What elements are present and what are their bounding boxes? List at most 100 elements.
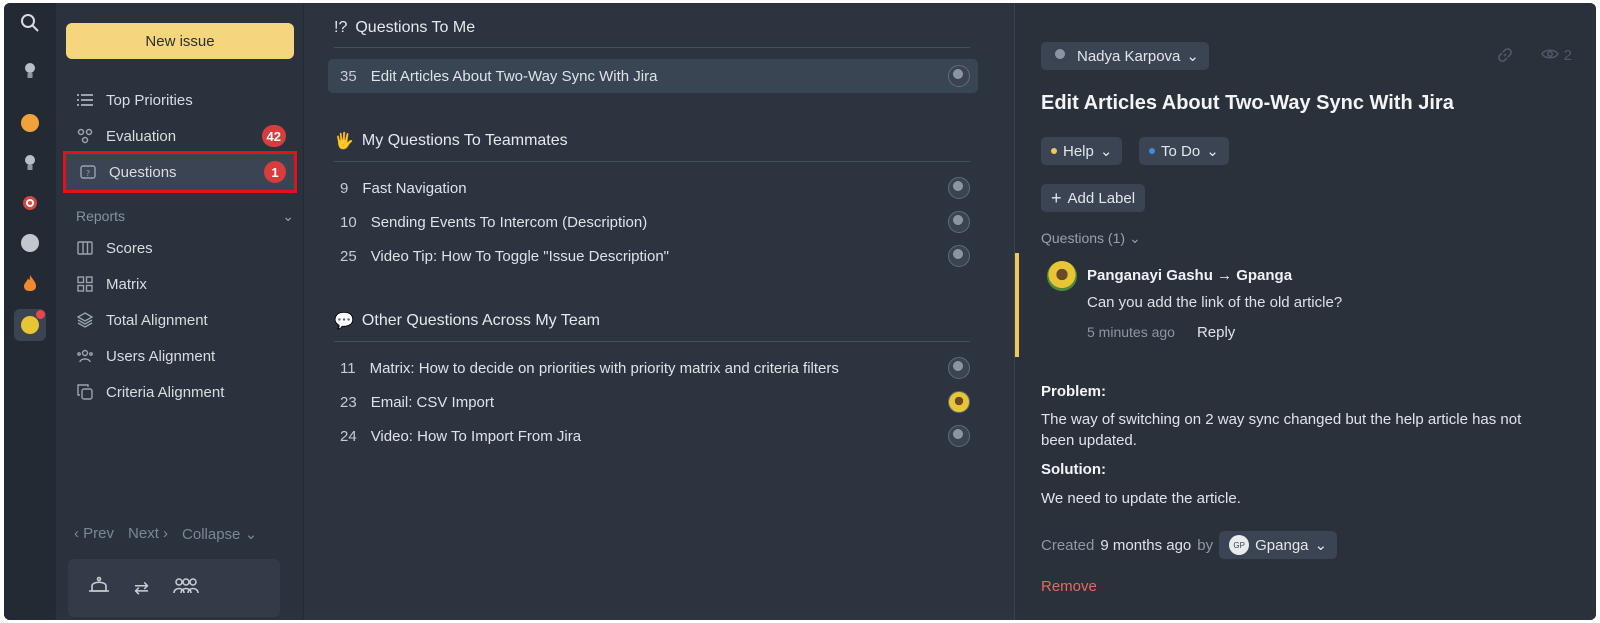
new-issue-button[interactable]: New issue <box>66 23 294 59</box>
questions-section-toggle[interactable]: Questions (1) ⌄ <box>1041 230 1141 247</box>
category-dot <box>1051 148 1057 154</box>
collapse-button[interactable]: Collapse ⌄ <box>182 526 258 543</box>
avatar <box>948 211 970 233</box>
question-box-icon: ? <box>79 163 97 181</box>
question-text: Can you add the link of the old article? <box>1087 294 1343 311</box>
sidebar-item-label: Total Alignment <box>106 311 208 329</box>
plus-icon: + <box>1051 187 1062 208</box>
list-item[interactable]: 25 Video Tip: How To Toggle "Issue Descr… <box>328 239 978 273</box>
prev-button[interactable]: ‹ Prev <box>74 525 115 542</box>
issue-title: Email: CSV Import <box>370 393 495 411</box>
team-icon[interactable] <box>173 577 199 600</box>
bell-icon[interactable] <box>88 576 110 601</box>
group-other-questions: 💬 Other Questions Across My Team <box>334 311 970 342</box>
creator-dropdown[interactable]: GP Gpanga ⌄ <box>1219 531 1338 559</box>
sidebar-item-matrix[interactable]: Matrix <box>66 267 294 301</box>
creator-name: Gpanga <box>1255 536 1309 554</box>
lightbulb-icon-2[interactable] <box>4 147 56 179</box>
sidebar-item-label: Matrix <box>106 275 147 293</box>
issue-number: 9 <box>340 179 349 197</box>
sidebar-item-top-priorities[interactable]: Top Priorities <box>66 83 294 117</box>
team-emoji-icon[interactable] <box>14 309 46 341</box>
list-item[interactable]: 23 Email: CSV Import <box>328 385 978 419</box>
category-dropdown[interactable]: Help ⌄ <box>1041 137 1123 165</box>
chevron-down-icon: ⌄ <box>1128 230 1141 246</box>
solution-heading: Solution: <box>1041 461 1106 478</box>
sidebar-item-label: Evaluation <box>106 127 177 145</box>
sidebar-item-users-alignment[interactable]: Users Alignment <box>66 339 294 373</box>
list-item[interactable]: 11 Matrix: How to decide on priorities w… <box>328 351 978 385</box>
list-icon <box>76 91 94 109</box>
created-prefix: Created <box>1041 536 1095 554</box>
sidebar-item-label: Top Priorities <box>106 91 193 109</box>
target-icon[interactable] <box>4 187 56 219</box>
link-icon[interactable] <box>1497 47 1513 67</box>
status-dropdown[interactable]: To Do ⌄ <box>1139 137 1229 165</box>
issue-number: 11 <box>340 359 356 377</box>
reports-section-header[interactable]: Reports ⌄ <box>76 208 294 225</box>
questions-list-panel: !? Questions To Me 35 Edit Articles Abou… <box>304 3 1014 620</box>
next-button[interactable]: Next › <box>128 525 169 542</box>
issue-title: Matrix: How to decide on priorities with… <box>369 359 839 377</box>
issue-title: Sending Events To Intercom (Description) <box>370 213 648 231</box>
group-title: Questions To Me <box>355 19 476 36</box>
avatar <box>1047 261 1077 291</box>
list-item[interactable]: 35 Edit Articles About Two-Way Sync With… <box>328 59 978 93</box>
created-time: 9 months ago <box>1100 536 1192 554</box>
reply-button[interactable]: Reply <box>1196 324 1236 341</box>
sidebar-item-label: Scores <box>106 239 153 257</box>
issue-number: 25 <box>340 247 357 265</box>
list-item[interactable]: 24 Video: How To Import From Jira <box>328 419 978 453</box>
next-label: Next <box>128 525 159 542</box>
watchers-button[interactable]: 2 <box>1541 47 1572 67</box>
avatar <box>948 357 970 379</box>
smiley-emoji-icon[interactable] <box>4 107 56 139</box>
sidebar: New issue Top Priorities Evaluation 42 ?… <box>56 3 304 620</box>
eye-icon <box>1541 47 1563 64</box>
sidebar-item-label: Criteria Alignment <box>106 383 225 401</box>
sync-arrows-icon[interactable]: ⇄ <box>134 577 150 598</box>
add-label-text: Add Label <box>1067 189 1136 207</box>
avatar <box>948 425 970 447</box>
grid-icon <box>76 275 94 293</box>
add-label-button[interactable]: + Add Label <box>1041 184 1146 212</box>
nodes-icon <box>76 127 94 145</box>
list-item[interactable]: 9 Fast Navigation <box>328 171 978 205</box>
sidebar-item-label: Users Alignment <box>106 347 216 365</box>
sidebar-item-label: Questions <box>109 163 177 181</box>
raised-hand-icon: 🖐 <box>334 133 354 150</box>
exclamation-question-icon: !? <box>334 19 348 36</box>
sidebar-item-criteria-alignment[interactable]: Criteria Alignment <box>66 375 294 409</box>
columns-icon <box>76 239 94 257</box>
icon-rail <box>4 3 56 620</box>
created-info: Created 9 months ago by GP Gpanga ⌄ <box>1041 531 1338 559</box>
sidebar-item-evaluation[interactable]: Evaluation 42 <box>66 119 294 153</box>
remove-button[interactable]: Remove <box>1041 578 1097 595</box>
avatar <box>948 65 970 87</box>
chevron-down-icon: ⌄ <box>1186 48 1199 65</box>
sidebar-item-questions[interactable]: ? Questions 1 <box>63 151 297 193</box>
lightbulb-icon[interactable] <box>4 55 56 87</box>
problem-heading: Problem: <box>1041 383 1107 400</box>
group-title: My Questions To Teammates <box>361 132 568 149</box>
question-thread: Panganayi Gashu → Gpanga Can you add the… <box>1015 253 1595 357</box>
search-icon[interactable] <box>4 7 56 39</box>
chevron-down-icon: ⌄ <box>1314 537 1328 554</box>
issue-title[interactable]: Edit Articles About Two-Way Sync With Ji… <box>1041 92 1454 114</box>
list-item[interactable]: 10 Sending Events To Intercom (Descripti… <box>328 205 978 239</box>
issue-number: 23 <box>340 393 357 411</box>
avatar <box>948 391 970 413</box>
layers-icon <box>76 311 94 329</box>
assignee-dropdown[interactable]: Nadya Karpova ⌄ <box>1041 42 1209 70</box>
issue-number: 10 <box>340 213 357 231</box>
fire-icon[interactable] <box>4 267 56 299</box>
bottom-toolbar: ⇄ <box>68 559 280 617</box>
sidebar-item-total-alignment[interactable]: Total Alignment <box>66 303 294 337</box>
issue-detail-panel: Nadya Karpova ⌄ 2 Edit Articles About Tw… <box>1014 3 1596 620</box>
reports-label: Reports <box>76 208 126 224</box>
issue-number: 35 <box>340 67 357 85</box>
ball-icon[interactable] <box>4 227 56 259</box>
question-author: Panganayi Gashu → Gpanga <box>1087 267 1293 284</box>
assignee-name: Nadya Karpova <box>1077 47 1181 65</box>
sidebar-item-scores[interactable]: Scores <box>66 231 294 265</box>
